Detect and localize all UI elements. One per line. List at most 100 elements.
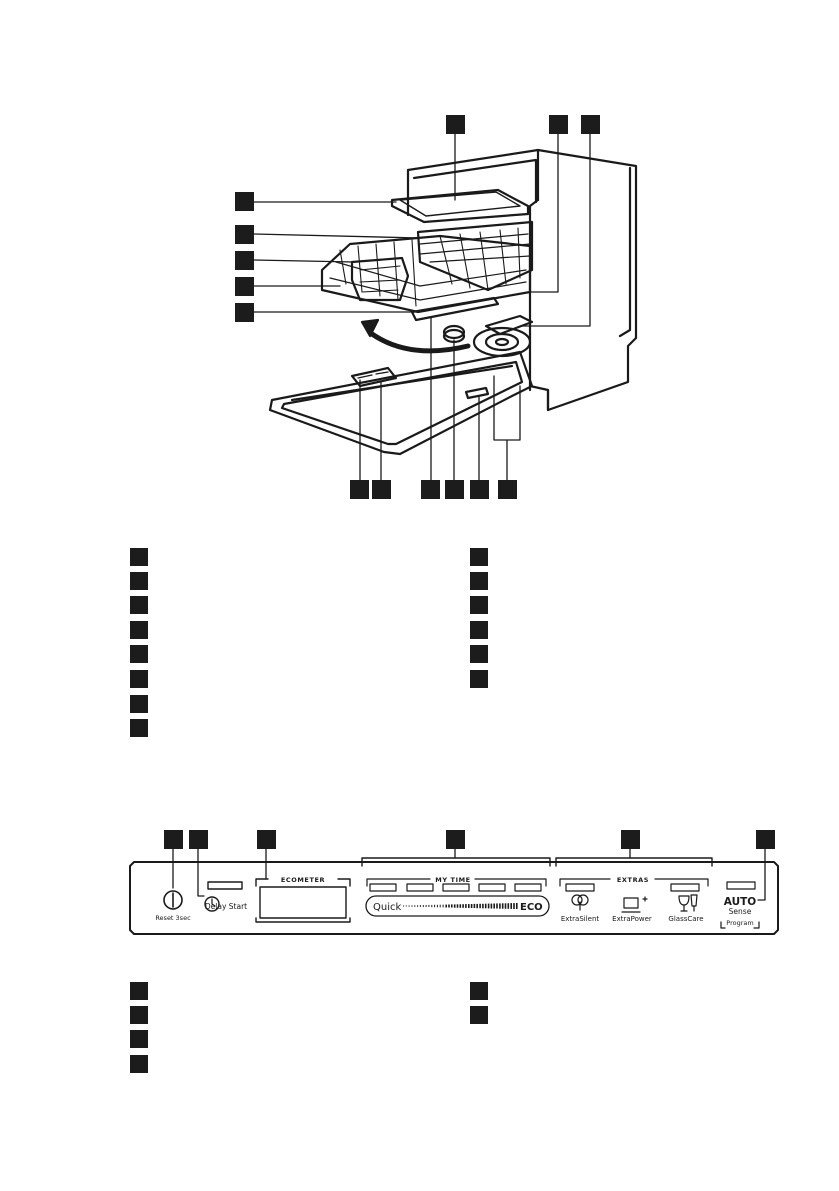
scale-tick <box>422 905 424 907</box>
clock-icon <box>204 896 220 912</box>
callout-top-2 <box>549 115 568 134</box>
glasscare-label: GlassCare <box>668 915 703 923</box>
scale-tick <box>468 904 470 908</box>
scale-tick <box>465 904 467 908</box>
scale-tick <box>510 903 512 909</box>
panel-callout-5 <box>621 830 640 849</box>
scale-tick <box>434 904 436 908</box>
scale-tick <box>442 904 444 908</box>
callout-left-1 <box>235 192 254 211</box>
extrasilent-label: ExtraSilent <box>561 915 600 923</box>
legend-main-left-5 <box>130 645 148 663</box>
callout-left-3 <box>235 251 254 270</box>
scale-tick <box>487 903 490 909</box>
scale-tick <box>473 903 476 908</box>
callout-top-1 <box>446 115 465 134</box>
panel-callout-1 <box>164 830 183 849</box>
scale-tick <box>501 903 504 909</box>
legend-main-right-2 <box>470 572 488 590</box>
scale-tick <box>482 903 484 909</box>
callout-bottom-3 <box>421 480 440 499</box>
scale-tick <box>490 903 493 909</box>
reset-label: Reset 3sec <box>155 914 191 922</box>
scale-tick <box>408 905 410 907</box>
scale-tick <box>451 904 453 908</box>
fan-icon <box>571 894 589 911</box>
mytime-label: MY TIME <box>435 876 470 884</box>
scale-tick <box>499 903 501 909</box>
extrapower-label: ExtraPower <box>612 915 652 923</box>
scale-tick <box>484 903 487 909</box>
scale-tick <box>496 903 498 909</box>
callout-bottom-1 <box>350 480 369 499</box>
quick-eco-scale <box>403 903 518 909</box>
eco-label: ECO <box>520 902 543 913</box>
legend-panel-left-3 <box>130 1030 148 1048</box>
scale-tick <box>431 904 433 908</box>
quick-label: Quick <box>373 902 401 913</box>
dishwasher-illustration <box>253 132 638 481</box>
scale-tick <box>411 905 413 907</box>
scale-tick <box>456 904 459 908</box>
scale-tick <box>470 904 473 908</box>
legend-main-right-3 <box>470 596 488 614</box>
power-icon <box>163 890 183 910</box>
scale-tick <box>448 904 450 908</box>
legend-main-left-4 <box>130 621 148 639</box>
legend-main-left-6 <box>130 670 148 688</box>
callout-left-2 <box>235 225 254 244</box>
panel-callout-4 <box>446 830 465 849</box>
scale-tick <box>462 904 464 908</box>
program-label: Program <box>726 919 753 927</box>
scale-tick <box>419 905 421 907</box>
scale-tick <box>414 905 416 907</box>
scale-tick <box>459 904 462 908</box>
callout-left-4 <box>235 277 254 296</box>
scale-tick <box>445 904 447 908</box>
legend-main-left-1 <box>130 548 148 566</box>
callout-bottom-2 <box>372 480 391 499</box>
legend-main-left-8 <box>130 719 148 737</box>
callout-top-3 <box>581 115 600 134</box>
legend-main-left-3 <box>130 596 148 614</box>
legend-main-right-5 <box>470 645 488 663</box>
panel-callout-6 <box>756 830 775 849</box>
legend-main-right-1 <box>470 548 488 566</box>
scale-tick <box>493 903 495 909</box>
auto-label: AUTO <box>724 896 756 908</box>
legend-main-left-7 <box>130 695 148 713</box>
scale-tick <box>504 903 507 909</box>
legend-panel-left-1 <box>130 982 148 1000</box>
scale-tick <box>439 904 441 908</box>
scale-tick <box>428 904 430 907</box>
panel-callout-3 <box>257 830 276 849</box>
panel-callout-2 <box>189 830 208 849</box>
scale-tick <box>476 903 478 909</box>
glasses-icon <box>678 894 698 912</box>
legend-panel-left-2 <box>130 1006 148 1024</box>
pot-icon <box>621 896 648 913</box>
scale-tick <box>436 904 438 908</box>
legend-panel-left-4 <box>130 1055 148 1073</box>
callout-bottom-6 <box>498 480 517 499</box>
scale-tick <box>403 905 404 907</box>
scale-tick <box>417 905 419 907</box>
scale-tick <box>507 903 510 909</box>
scale-tick <box>425 905 427 907</box>
ecometer-label: ECOMETER <box>281 876 325 884</box>
callout-bottom-4 <box>445 480 464 499</box>
scale-tick <box>405 905 407 907</box>
callout-bottom-5 <box>470 480 489 499</box>
scale-tick <box>479 903 481 909</box>
sense-label: Sense <box>729 907 752 916</box>
legend-panel-right-2 <box>470 1006 488 1024</box>
legend-main-right-4 <box>470 621 488 639</box>
legend-main-left-2 <box>130 572 148 590</box>
legend-main-right-6 <box>470 670 488 688</box>
scale-tick <box>516 903 518 909</box>
legend-panel-right-1 <box>470 982 488 1000</box>
extras-label: EXTRAS <box>617 876 649 884</box>
delay-start-label: Delay Start <box>205 902 247 911</box>
callout-left-5 <box>235 303 254 322</box>
